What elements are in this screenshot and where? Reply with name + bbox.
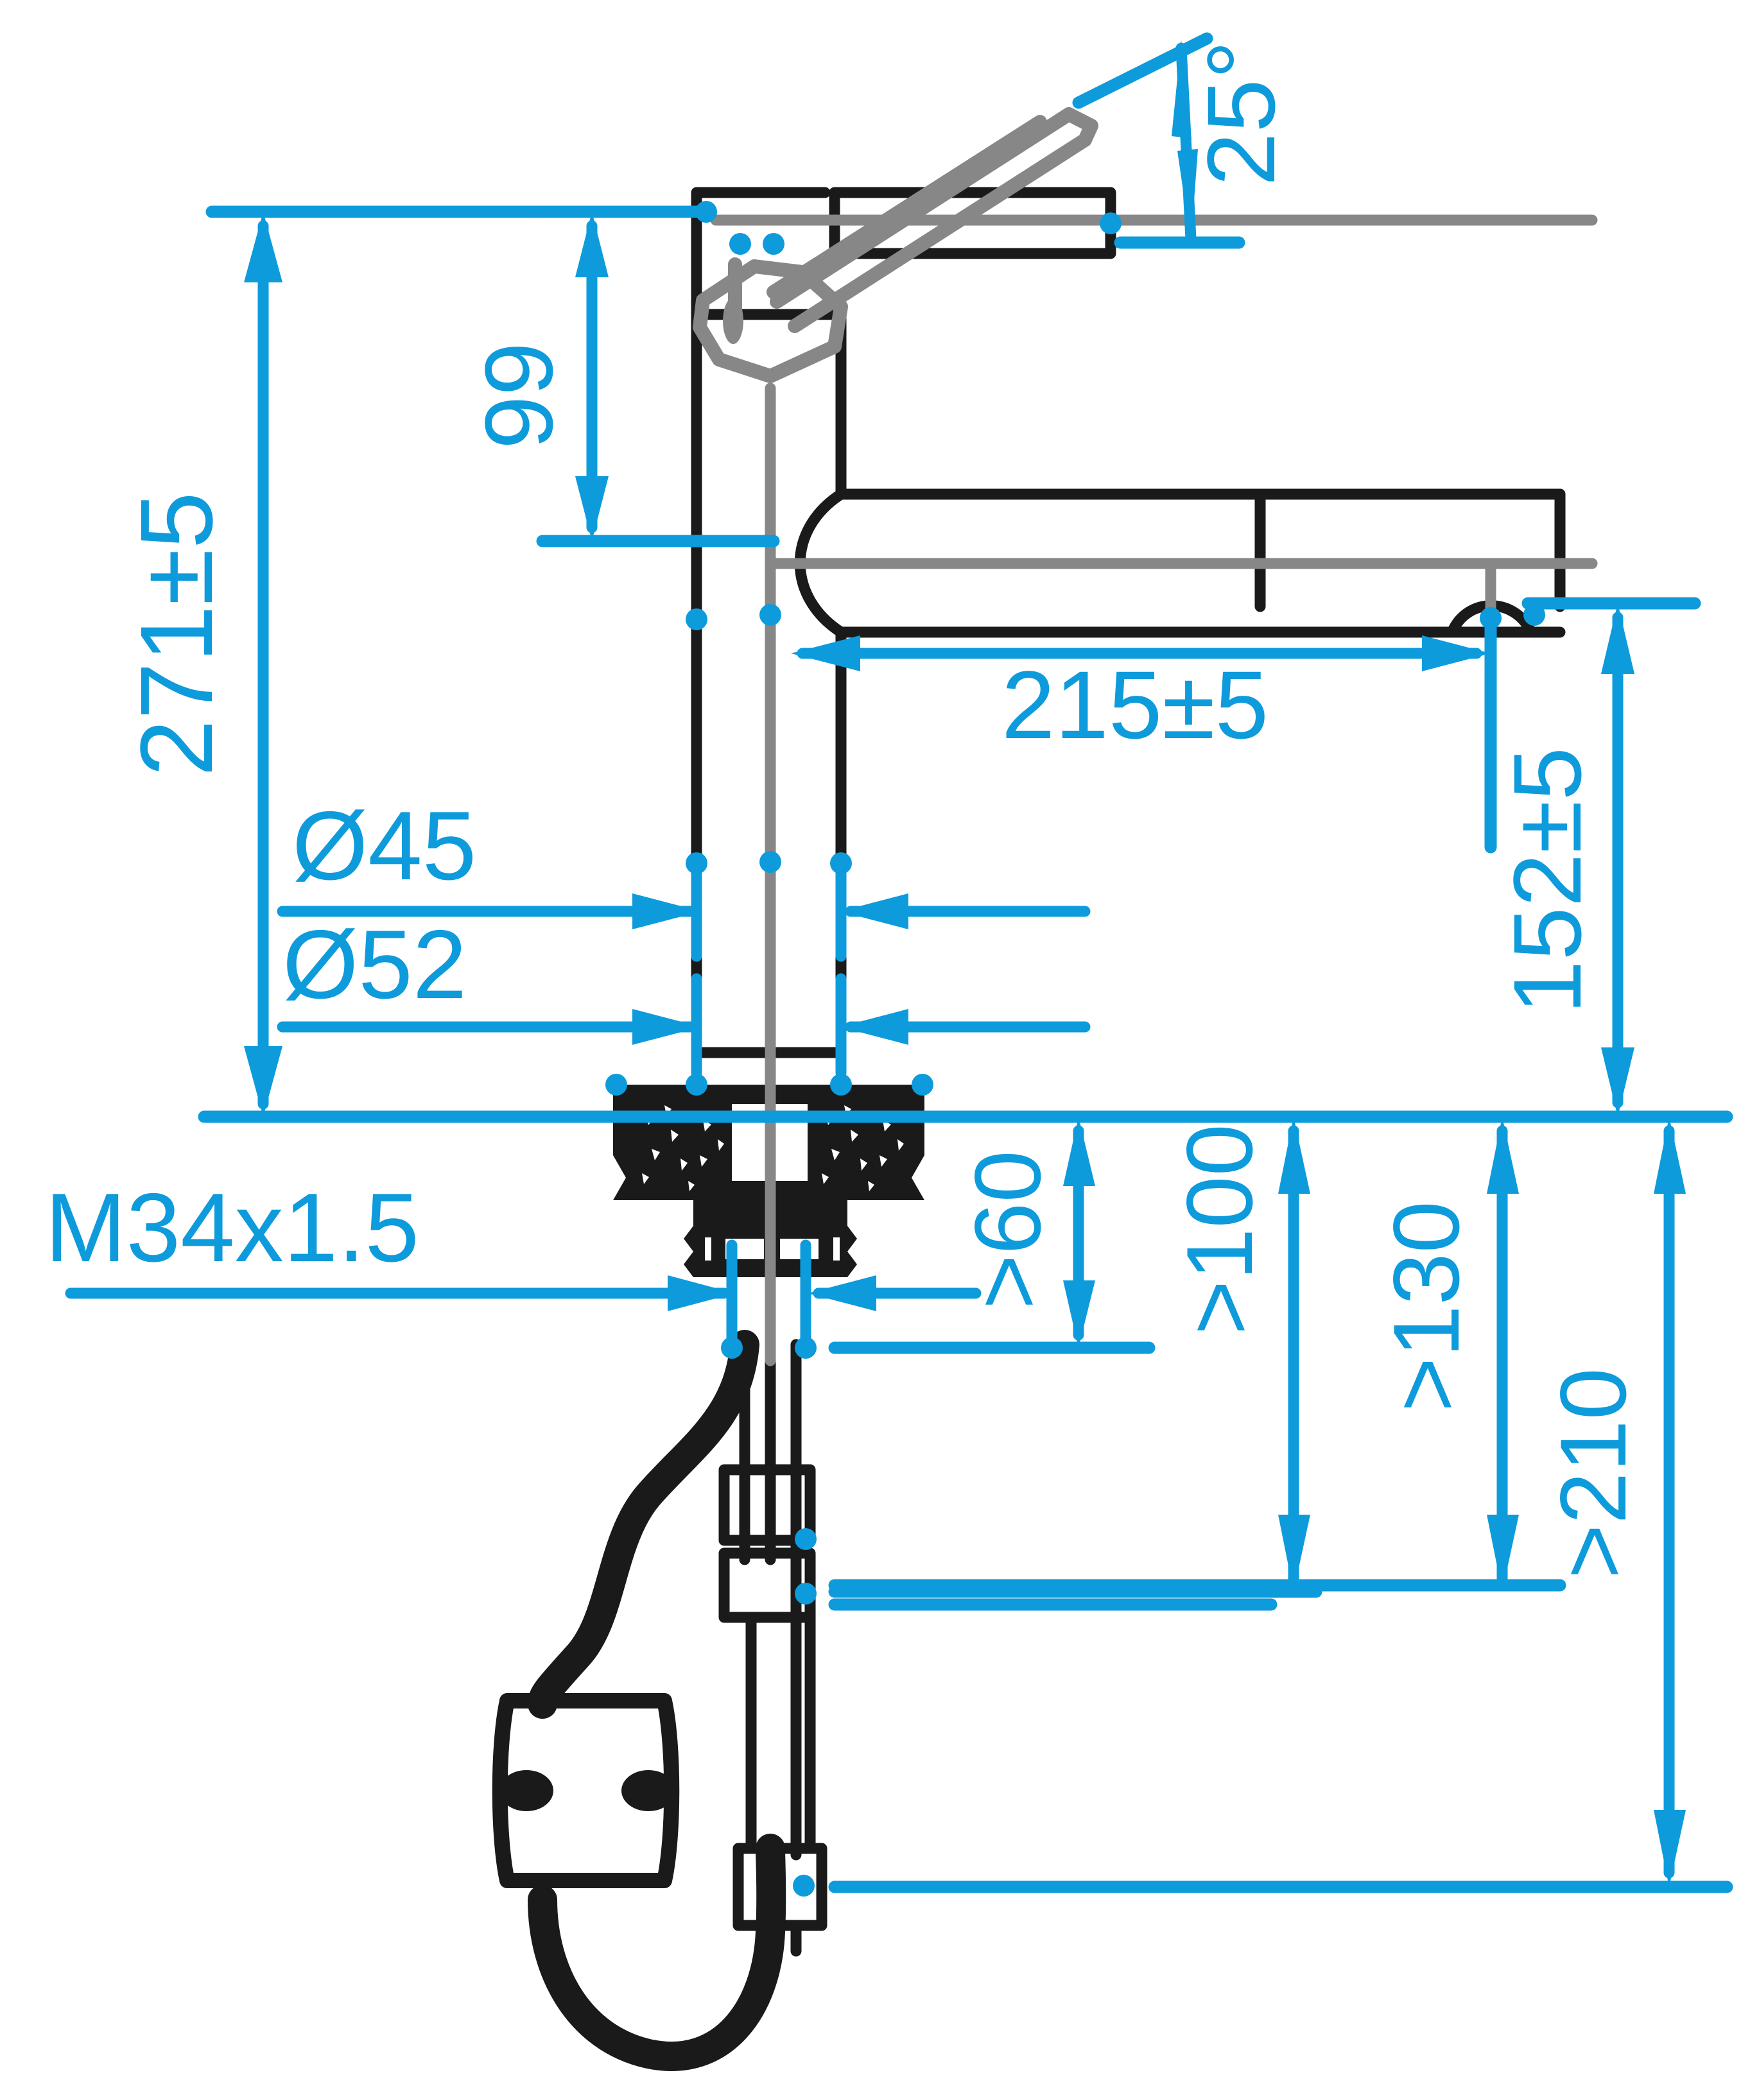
dimension-text-labels: 271±5 99 25° 215±5 152±5 Ø45 Ø52 M34x1.5… [45,40,1645,1579]
label-spout-reach: 215±5 [1001,651,1269,759]
dim-271-arrow-down [244,1046,282,1117]
lever-arm-upper-edge [770,107,1076,309]
dim-100-arrow-up [1278,1117,1310,1194]
dim-25deg-arrow-up [1172,40,1191,139]
dim-60-arrow-down [1063,1280,1095,1348]
label-handle-clearance: 99 [465,342,573,449]
hose-lower-loop [528,1834,786,2071]
dim-271-arrow-up [244,212,282,282]
dim-52-arrow-left [632,1009,701,1045]
lever-open-position [693,107,1098,383]
dim-25deg-arrow-down [1177,149,1198,244]
label-base-diameter: Ø52 [282,910,467,1019]
dim-45-arrow-left [632,893,701,929]
dim-210-arrow-up [1654,1117,1686,1194]
dim-210-arrow-down [1654,1810,1686,1887]
label-clearance-100: >100 [1167,1124,1272,1335]
dim-m34-arrow-right [808,1275,876,1311]
dim-130-arrow-up [1487,1117,1519,1194]
centerlines [710,214,1598,1366]
label-thread: M34x1.5 [45,1173,419,1282]
dim-60-arrow-up [1063,1117,1095,1186]
dim-45-arrow-right [840,893,908,929]
weight-hole-right [621,1770,675,1811]
lever-arm-inner-line [767,115,1047,299]
nut-tick-left [705,1237,711,1261]
label-body-diameter: Ø45 [292,791,476,900]
hose-upper [528,1330,759,1719]
hose-weight-body [492,1693,680,1888]
dim-100-arrow-down [1278,1515,1310,1592]
dimension-annotations [65,32,1733,1897]
dim-152-arrow-down [1601,1047,1634,1117]
label-handle-angle: 25° [1187,40,1295,186]
dim-215-arrow-left [791,635,860,671]
nut-slot-right [780,1239,819,1259]
label-clearance-210: >210 [1541,1368,1645,1579]
dim-152-arrow-up [1601,603,1634,674]
connector-block-bottom [732,1843,827,1931]
nut-tick-right [833,1237,840,1261]
lever-hub-boss [723,298,743,344]
label-clearance-130: >130 [1374,1201,1478,1412]
dim-99-arrow-up [575,212,609,277]
lever-closed-body [829,187,1116,259]
label-total-height: 271±5 [119,492,234,777]
label-clearance-60: >60 [955,1150,1060,1309]
feature-nodes [605,201,1545,1897]
dim-m34-arrow-left [668,1275,735,1311]
flexible-hose-assembly [492,1330,786,2071]
dim-215-arrow-right [1422,635,1491,671]
lever-arm-tip [1062,107,1098,147]
weight-hole-left [499,1770,553,1811]
dim-99-arrow-down [575,476,609,541]
dim-52-arrow-right [840,1009,908,1045]
dim-130-arrow-down [1487,1515,1519,1592]
lever-arm-lower-edge [788,133,1092,333]
label-spout-height: 152±5 [1493,747,1601,1014]
